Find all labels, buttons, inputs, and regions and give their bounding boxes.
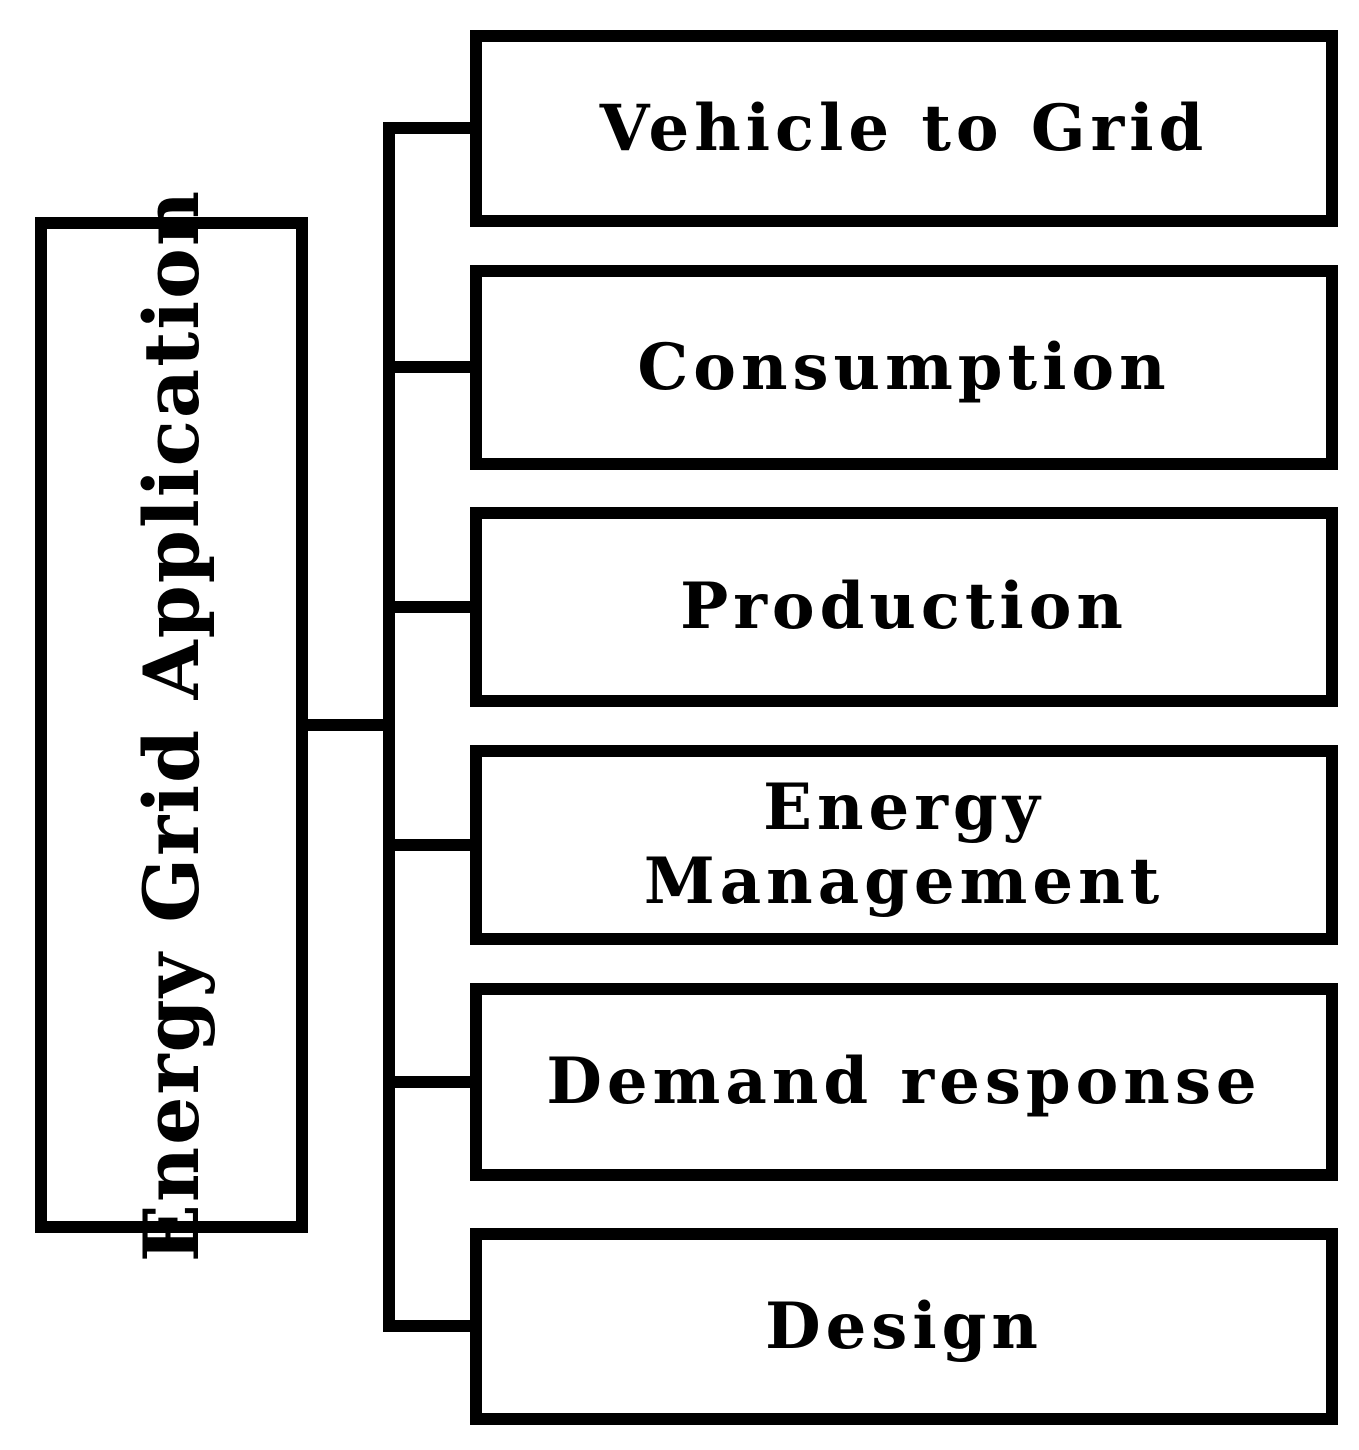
- child-box-consumption: Consumption: [470, 265, 1338, 470]
- child-box-production: Production: [470, 507, 1338, 707]
- connector-stub-vehicle-to-grid: [383, 122, 470, 134]
- root-box-energy-grid-application: Energy Grid Application: [35, 188, 308, 1262]
- connector-stub-production: [383, 601, 470, 613]
- child-box-label: Energy Management: [643, 770, 1165, 919]
- connector-root-branch: [308, 719, 383, 731]
- child-box-label: Consumption: [637, 329, 1171, 405]
- connector-trunk: [383, 122, 395, 1332]
- child-box-label: Production: [680, 569, 1128, 645]
- child-box-label: Demand response: [546, 1044, 1262, 1120]
- child-box-energy-management: Energy Management: [470, 745, 1338, 945]
- root-box-label: Energy Grid Application: [127, 188, 216, 1262]
- child-box-label: Design: [765, 1288, 1043, 1364]
- connector-stub-demand-response: [383, 1076, 470, 1088]
- connector-stub-energy-management: [383, 839, 470, 851]
- child-box-demand-response: Demand response: [470, 983, 1338, 1181]
- child-box-label: Vehicle to Grid: [599, 90, 1209, 166]
- connector-stub-consumption: [383, 361, 470, 373]
- child-box-design: Design: [470, 1228, 1338, 1425]
- child-box-vehicle-to-grid: Vehicle to Grid: [470, 30, 1338, 227]
- connector-stub-design: [383, 1320, 470, 1332]
